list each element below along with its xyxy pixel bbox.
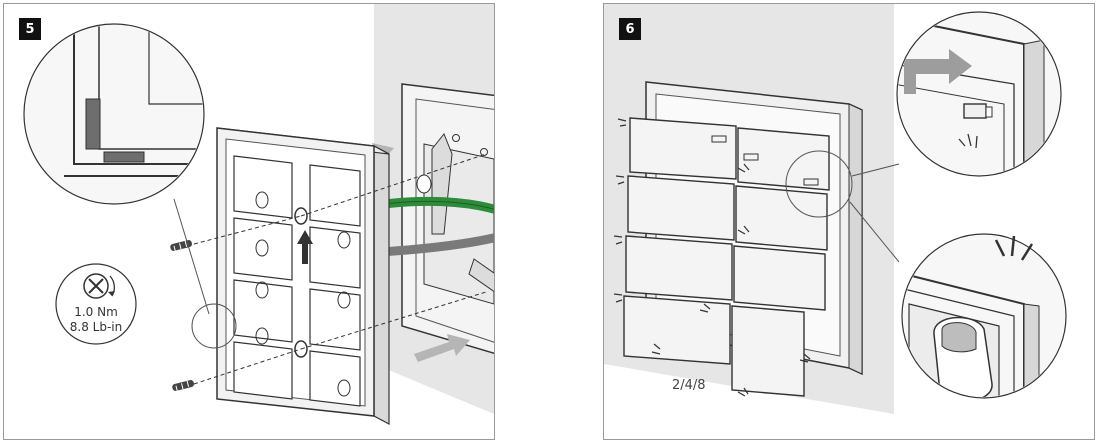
latch-clip-icon [963,103,987,119]
rocker-button [625,235,733,301]
push-arrow-lower-icon [414,334,470,362]
step-5-badge: 5 [19,18,41,40]
terminal-screw-icon [416,174,432,194]
step-6-illustration: 2/4/8 [604,4,1067,414]
step-6-badge: 6 [619,18,641,40]
rocker-buttons [623,117,830,397]
rocker-button [735,185,828,251]
screw-upper-icon [170,240,193,252]
press-detail-zoom [901,233,1067,399]
rocker-button [623,295,731,365]
mounting-frame [401,83,494,355]
rocker-button [737,127,830,191]
rocker-button [629,117,737,180]
rocker-button [733,245,826,311]
slide-arrow-icon [904,49,972,94]
detail-marker [785,150,853,218]
click-marks [613,118,811,397]
step-5-illustration: 1.0 Nm 8.8 Lb-in [23,4,494,425]
rocker-button [627,175,735,241]
latch-detail-zoom [896,11,1062,177]
rocker-button [731,305,805,397]
up-arrow-icon [297,230,313,264]
torque-indicator: 1.0 Nm 8.8 Lb-in [55,263,137,345]
alignment-lines [193,153,487,385]
screw-lower-icon [172,380,195,392]
step-5-panel: 5 [3,3,495,440]
corner-detail-zoom [23,23,237,349]
variant-label: 2/4/8 [672,378,706,393]
switch-faceplate [216,127,390,425]
screwdriver-bit-icon [83,273,109,299]
torque-lbin-label: 8.8 Lb-in [70,320,122,334]
step-6-panel: 6 [603,3,1095,440]
torque-nm-label: 1.0 Nm [74,305,118,319]
